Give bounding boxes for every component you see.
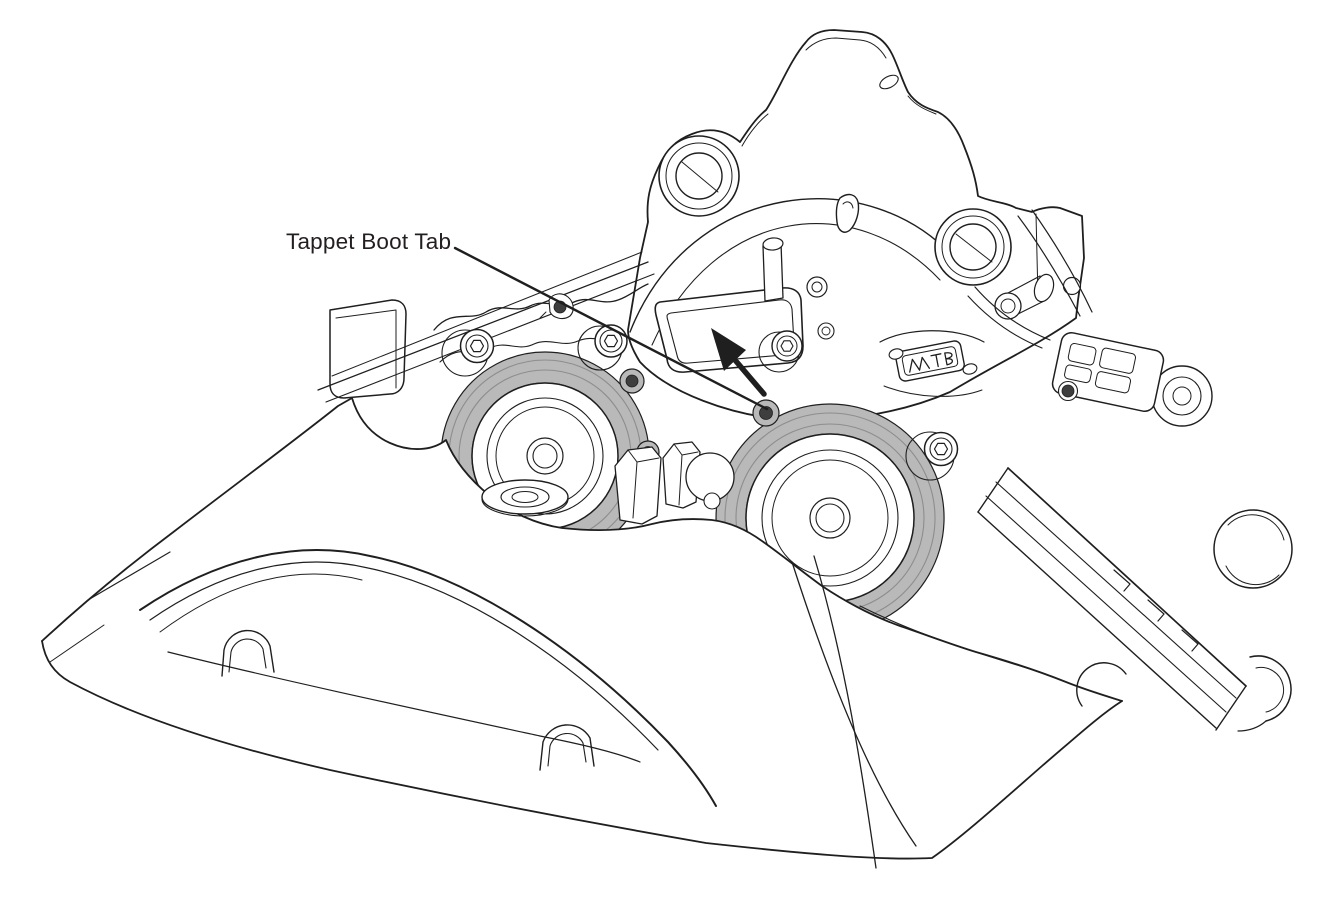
- socket-bolt: [758, 330, 803, 373]
- small-bosses: [806, 276, 835, 340]
- bottom-bump: [1076, 662, 1127, 707]
- bridge-rail: [317, 261, 649, 391]
- deck-details: [41, 251, 1041, 869]
- lug-hole: [1062, 276, 1082, 296]
- part-label: Tappet Boot Tab: [286, 229, 451, 254]
- annotation: Tappet Boot Tab: [286, 229, 769, 411]
- brake-pad-stack: [977, 467, 1247, 731]
- mounting-ear-right: [934, 208, 1012, 286]
- dome-arc: [629, 198, 959, 333]
- mounting-ear-left: [658, 135, 740, 217]
- dome-arc: [651, 223, 941, 346]
- leader-line: [453, 246, 769, 411]
- right-side-hardware: [977, 331, 1293, 732]
- pad-window: [654, 237, 804, 373]
- ball-end-lower: [1237, 655, 1292, 732]
- spring-plate: [1051, 331, 1165, 413]
- socket-bolt: [905, 431, 959, 481]
- socket-bolts: [441, 293, 959, 481]
- hose-sweep: [967, 209, 1093, 349]
- left-lug-block: [329, 299, 407, 399]
- kidney-hole: [835, 193, 860, 233]
- washer: [481, 479, 569, 517]
- ball-end-upper: [1213, 509, 1293, 589]
- tappet-boot-tab: [752, 399, 780, 427]
- socket-bolt: [441, 328, 495, 377]
- arch-cutout-right: [539, 724, 595, 771]
- corner-post: [762, 242, 784, 302]
- cast-dimple: [879, 74, 899, 90]
- logo-badge: [879, 330, 985, 397]
- arch-cutout-left: [221, 629, 275, 677]
- callout-arrow: [711, 328, 767, 397]
